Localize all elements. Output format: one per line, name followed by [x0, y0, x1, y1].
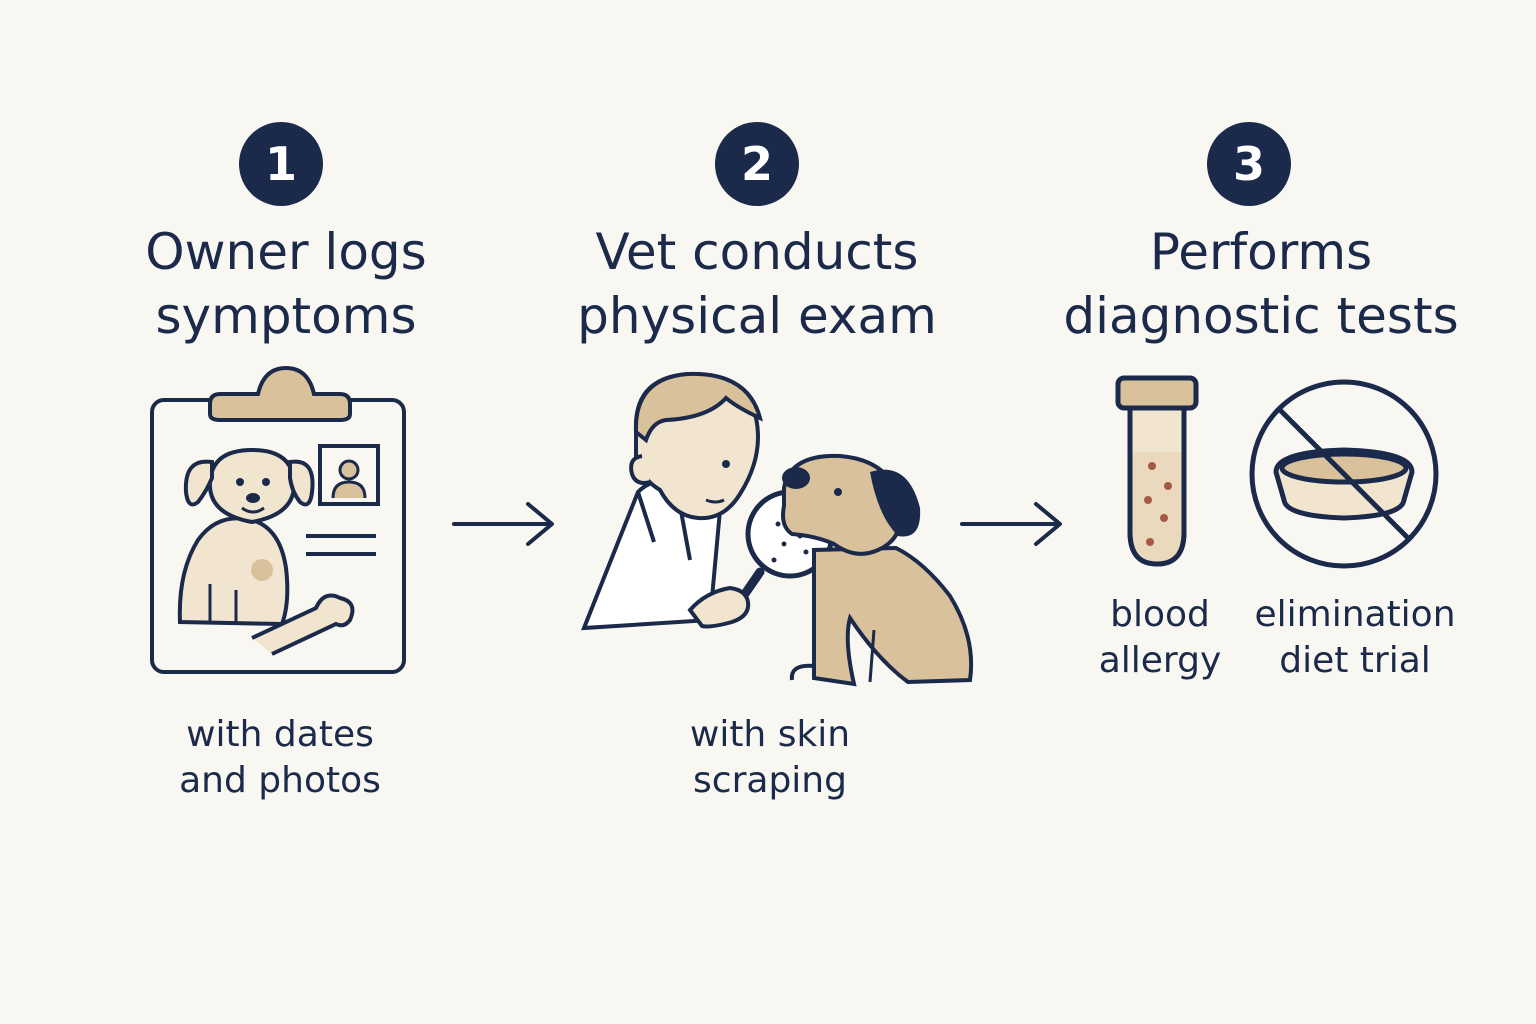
test-tube-icon [1115, 375, 1199, 567]
test-1-label-line-1: blood [1110, 594, 1210, 635]
test-2-label-line-1: elimination [1254, 594, 1456, 635]
step-3-badge: 3 [1207, 122, 1291, 206]
clipboard-dog-illustration [150, 365, 406, 674]
vet-exam-illustration [580, 371, 974, 687]
step-3-number: 3 [1232, 137, 1265, 191]
no-food-bowl-icon [1249, 379, 1439, 569]
vet-hand [687, 585, 751, 629]
step-3-title-line-1: Performs [1149, 223, 1373, 281]
step-2-title: Vet conducts physical exam [532, 220, 982, 348]
step-2-number: 2 [740, 137, 773, 191]
step-1-caption-line-1: with dates [186, 714, 374, 755]
arrow-right-icon [960, 502, 1062, 546]
patient-dog-icon [781, 453, 974, 687]
test-1-label: blood allergy [1080, 592, 1240, 684]
test-1-label-line-2: allergy [1098, 640, 1222, 681]
profile-photo-icon [318, 444, 380, 506]
step-1-title-line-1: Owner logs [145, 223, 427, 281]
step-1-number: 1 [264, 137, 297, 191]
test-2-label-line-2: diet trial [1279, 640, 1431, 681]
step-1-caption-line-2: and photos [179, 760, 381, 801]
step-1-title: Owner logs symptoms [86, 220, 486, 348]
step-2-caption: with skin scraping [620, 712, 920, 804]
test-2-label: elimination diet trial [1240, 592, 1470, 684]
step-2-title-line-2: physical exam [577, 287, 937, 345]
dog-icon [177, 447, 355, 656]
step-2-caption-line-2: scraping [693, 760, 847, 801]
step-3-title-line-2: diagnostic tests [1063, 287, 1459, 345]
step-3-title: Performs diagnostic tests [1046, 220, 1476, 348]
step-1-title-line-2: symptoms [155, 287, 417, 345]
step-2-title-line-1: Vet conducts [595, 223, 919, 281]
vet-icon [580, 371, 763, 631]
step-2-caption-line-1: with skin [689, 714, 851, 755]
arrow-right-icon [452, 502, 554, 546]
step-1-caption: with dates and photos [130, 712, 430, 804]
notes-lines [306, 534, 376, 556]
clipboard-icon [150, 365, 406, 674]
step-1-badge: 1 [239, 122, 323, 206]
step-2-badge: 2 [715, 122, 799, 206]
